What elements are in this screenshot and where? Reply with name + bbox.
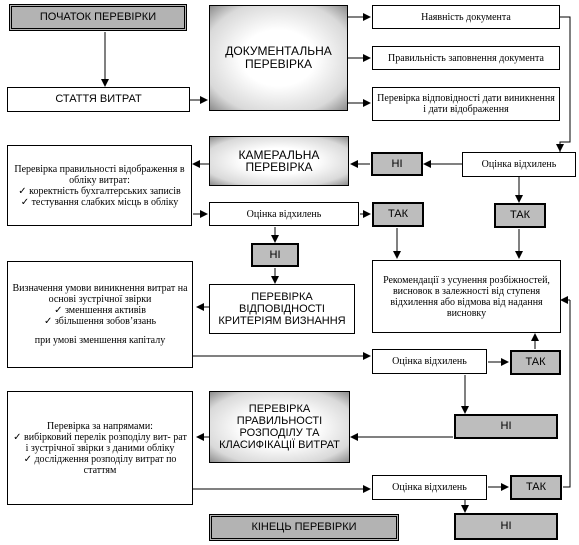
ni-1-box: НІ bbox=[371, 152, 423, 176]
cameral-text-box: Перевірка правильності відображення в об… bbox=[7, 145, 192, 226]
tak-3-box: ТАК bbox=[510, 350, 561, 375]
criterion-box: ПЕРЕВІРКА ВІДПОВІДНОСТІ КРИТЕРІЯМ ВИЗНАН… bbox=[209, 284, 355, 334]
assess-3-box: Оцінка відхилень bbox=[372, 349, 487, 374]
cameral-text-title: Перевірка правильності відображення в об… bbox=[14, 163, 185, 186]
tak-2-box: ТАК bbox=[372, 202, 424, 227]
recommend-label: Рекомендації з усунення розбіжностей, ви… bbox=[383, 274, 550, 319]
distribution-text-item-2: ✓ дослідження розподілу витрат по стаття… bbox=[23, 453, 177, 476]
tak-1-box: ТАК bbox=[494, 203, 546, 228]
tak-3-label: ТАК bbox=[525, 356, 546, 368]
doc-item-2-label: Правильність заповнення документа bbox=[388, 52, 544, 64]
recommend-box: Рекомендації з усунення розбіжностей, ви… bbox=[372, 260, 561, 333]
start-terminal: ПОЧАТОК ПЕРЕВІРКИ bbox=[9, 4, 187, 31]
criterion-text-box: Визначення умови виникнення витрат на ос… bbox=[7, 261, 193, 368]
tak-4-label: ТАК bbox=[525, 481, 547, 493]
assess-1-label: Оцінка відхилень bbox=[481, 159, 557, 170]
distribution-text-title: Перевірка за напрямами: bbox=[47, 420, 153, 432]
criterion-text-title: Визначення умови виникнення витрат на ос… bbox=[12, 283, 188, 305]
assess-4-box: Оцінка відхилень bbox=[372, 475, 487, 500]
distribution-text-item-1: ✓ вибірковий перелік розподілу вит- рат … bbox=[13, 431, 187, 454]
criterion-text-footer: при умові зменшення капіталу bbox=[34, 335, 166, 346]
assess-1-box: Оцінка відхилень bbox=[462, 152, 576, 177]
doc-item-1-label: Наявність документа bbox=[421, 11, 511, 23]
ni-4-box: НІ bbox=[454, 513, 558, 540]
ni-2-box: НІ bbox=[251, 243, 299, 267]
cameral-text-item-1: ✓ коректність бухгалтерських записів bbox=[18, 185, 181, 197]
ni-4-label: НІ bbox=[500, 520, 512, 532]
start-label: ПОЧАТОК ПЕРЕВІРКИ bbox=[39, 11, 157, 23]
criterion-label: ПЕРЕВІРКА ВІДПОВІДНОСТІ КРИТЕРІЯМ ВИЗНАН… bbox=[218, 291, 346, 327]
stattia-box: СТАТТЯ ВИТРАТ bbox=[7, 87, 190, 112]
ni-1-label: НІ bbox=[391, 157, 403, 170]
distribution-label: ПЕРЕВІРКА ПРАВИЛЬНОСТІ РОЗПОДІЛУ ТА КЛАС… bbox=[219, 403, 340, 451]
criterion-text-item-2: ✓ збільшення зобов’язань bbox=[43, 316, 157, 327]
doc-item-3: Перевірка відповідності дати виникнення … bbox=[372, 87, 560, 121]
criterion-text-item-1: ✓ зменшення активів bbox=[54, 305, 146, 316]
doc-check-box: ДОКУМЕНТАЛЬНА ПЕРЕВІРКА bbox=[209, 5, 348, 111]
assess-4-label: Оцінка відхилень bbox=[392, 482, 467, 493]
assess-2-box: Оцінка відхилень bbox=[209, 202, 359, 226]
doc-item-3-label: Перевірка відповідності дати виникнення … bbox=[377, 93, 555, 115]
distribution-box: ПЕРЕВІРКА ПРАВИЛЬНОСТІ РОЗПОДІЛУ ТА КЛАС… bbox=[209, 391, 350, 463]
cameral-text-item-2: ✓ тестування слабких місць в обліку bbox=[20, 196, 179, 208]
end-terminal: КІНЕЦЬ ПЕРЕВІРКИ bbox=[209, 514, 399, 541]
ni-2-label: НІ bbox=[269, 248, 281, 261]
stattia-label: СТАТТЯ ВИТРАТ bbox=[55, 93, 142, 105]
ni-3-label: НІ bbox=[500, 420, 512, 432]
end-label: КІНЕЦЬ ПЕРЕВІРКИ bbox=[251, 521, 357, 533]
tak-2-label: ТАК bbox=[387, 208, 409, 220]
cameral-box: КАМЕРАЛЬНА ПЕРЕВІРКА bbox=[209, 136, 349, 186]
ni-3-box: НІ bbox=[454, 414, 558, 439]
doc-item-1: Наявність документа bbox=[372, 5, 560, 29]
doc-check-label: ДОКУМЕНТАЛЬНА ПЕРЕВІРКА bbox=[225, 44, 332, 71]
cameral-label: КАМЕРАЛЬНА ПЕРЕВІРКА bbox=[238, 148, 320, 174]
assess-3-label: Оцінка відхилень bbox=[392, 356, 467, 367]
tak-1-label: ТАК bbox=[509, 209, 531, 221]
tak-4-box: ТАК bbox=[510, 475, 562, 500]
doc-item-2: Правильність заповнення документа bbox=[372, 46, 560, 70]
assess-2-label: Оцінка відхилень bbox=[246, 208, 322, 220]
distribution-text-box: Перевірка за напрямами: ✓ вибірковий пер… bbox=[7, 391, 193, 505]
